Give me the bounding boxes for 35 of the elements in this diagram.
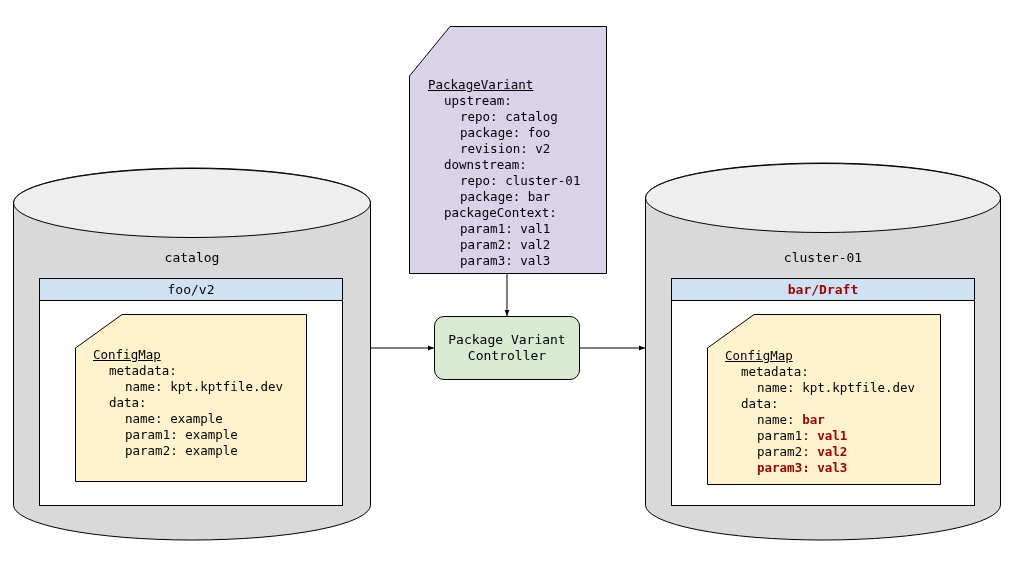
- code-line: metadata:: [109, 363, 177, 379]
- code-line: repo: cluster-01: [460, 173, 581, 189]
- arrow: [504, 273, 510, 317]
- code-line: package: foo: [460, 125, 551, 141]
- resource-kind: ConfigMap: [93, 347, 161, 363]
- code-line: downstream:: [444, 157, 527, 173]
- code-line: upstream:: [444, 93, 512, 109]
- code-line: name: kpt.kptfile.dev: [125, 379, 284, 395]
- arrow: [370, 345, 435, 351]
- resource-kind: ConfigMap: [725, 348, 793, 364]
- code-line: param3: val3: [460, 253, 551, 269]
- code-line: packageContext:: [444, 205, 557, 221]
- code-line: param3: val3: [757, 460, 848, 476]
- repository-name: cluster-01: [782, 250, 864, 266]
- code-line: name: bar: [757, 412, 825, 428]
- code-line: param2: example: [125, 443, 238, 459]
- code-line: param1: val1: [757, 428, 848, 444]
- resource-kind: PackageVariant: [428, 77, 534, 93]
- code-line: package: bar: [460, 189, 551, 205]
- code-line: metadata:: [741, 364, 809, 380]
- code-line: name: example: [125, 411, 223, 427]
- code-line: data:: [741, 396, 779, 412]
- code-line: param1: example: [125, 427, 238, 443]
- arrow: [579, 345, 646, 351]
- package-header: foo/v2: [39, 278, 343, 301]
- code-line: name: kpt.kptfile.dev: [757, 380, 916, 396]
- controller-label: Package Variant Controller: [447, 332, 567, 364]
- package-header: bar/Draft: [671, 278, 975, 301]
- code-line: param1: val1: [460, 221, 551, 237]
- code-line: data:: [109, 395, 147, 411]
- code-line: revision: v2: [460, 141, 551, 157]
- repository-name: catalog: [163, 250, 221, 266]
- code-line: param2: val2: [757, 444, 848, 460]
- code-line: param2: val2: [460, 237, 551, 253]
- code-line: repo: catalog: [460, 109, 558, 125]
